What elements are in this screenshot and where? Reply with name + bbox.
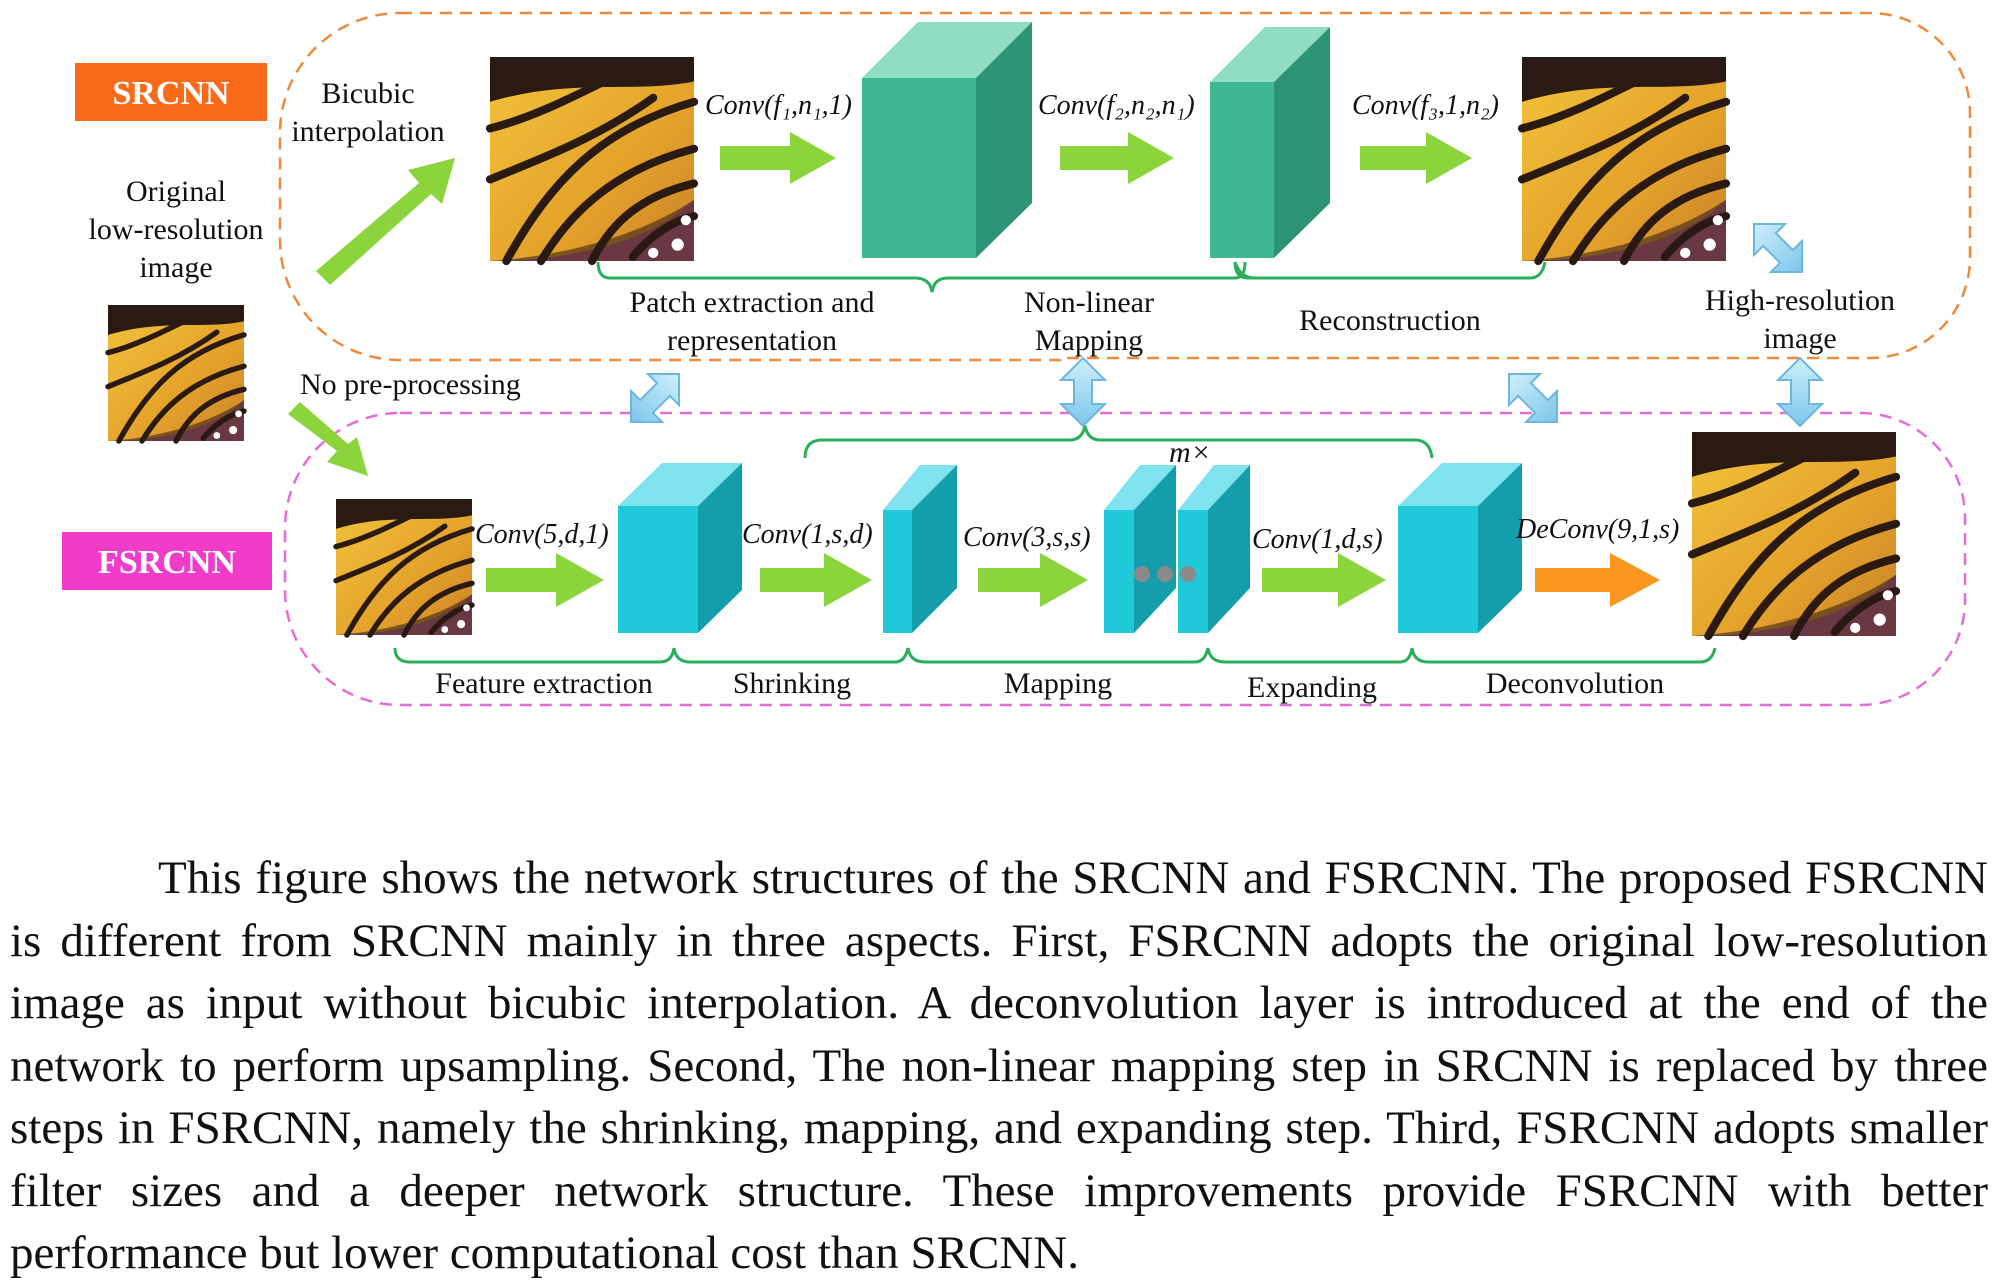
- srcnn-arrow-2: [1060, 132, 1174, 184]
- network-diagram: SRCNN FSRCNN Original low-resolution ima…: [62, 11, 1972, 707]
- fsrcnn-conv4-label: Conv(1,d,s): [1252, 524, 1383, 555]
- ellipsis-dots: [1134, 566, 1196, 582]
- correspondence-arrow-reconstruction: [1492, 357, 1574, 439]
- fsrcnn-layer-shrinking: [883, 465, 957, 633]
- bicubic-label-line1: Bicubic: [321, 77, 414, 110]
- stage-expanding: Expanding: [1247, 671, 1377, 704]
- fsrcnn-output-image: [1692, 432, 1896, 636]
- input-image: [108, 305, 244, 441]
- fsrcnn-conv2-label: Conv(1,s,d): [742, 519, 873, 550]
- repeat-label: m×: [1169, 436, 1211, 469]
- srcnn-conv2-label: Conv(f₂,n₂,n₁): [1038, 90, 1195, 121]
- stage-patch-extraction-line1: Patch extraction and: [630, 286, 875, 319]
- fsrcnn-arrow-1: [486, 553, 604, 607]
- srcnn-arrow-3: [1360, 132, 1472, 184]
- correspondence-arrow-patch: [614, 357, 696, 439]
- brace-feature-extraction: [393, 647, 676, 664]
- stage-mapping: Mapping: [1004, 667, 1112, 700]
- output-label-line1: High-resolution: [1705, 284, 1895, 317]
- srcnn-outline: [278, 11, 1972, 362]
- brace-shrinking: [672, 647, 910, 664]
- fsrcnn-tag-label: FSRCNN: [98, 544, 236, 581]
- figure-caption: This figure shows the network structures…: [10, 852, 1988, 1279]
- brace-deconvolution: [1410, 647, 1717, 664]
- srcnn-arrow-1: [720, 132, 836, 184]
- brace-reconstruction: [1233, 261, 1547, 280]
- fsrcnn-arrow-3: [978, 553, 1088, 607]
- stage-feature-extraction: Feature extraction: [435, 667, 652, 700]
- bicubic-label-line2: interpolation: [291, 115, 444, 148]
- brace-expanding: [1206, 647, 1414, 664]
- stage-nonlinear-line2: Mapping: [1035, 324, 1143, 357]
- srcnn-output-image: [1522, 57, 1726, 261]
- fsrcnn-conv3-label: Conv(3,s,s): [963, 522, 1091, 553]
- stage-reconstruction: Reconstruction: [1299, 304, 1481, 337]
- stage-shrinking: Shrinking: [733, 667, 851, 700]
- fsrcnn-layer-expanding: [1398, 463, 1522, 633]
- srcnn-tag-label: SRCNN: [112, 75, 230, 112]
- fsrcnn-deconv-arrow: [1535, 553, 1660, 607]
- input-label-line3: image: [139, 251, 212, 284]
- stage-deconvolution: Deconvolution: [1486, 667, 1664, 700]
- no-preprocessing-label: No pre-processing: [300, 368, 521, 401]
- srcnn-bicubic-image: [490, 57, 694, 261]
- fsrcnn-arrow-4: [1262, 553, 1386, 607]
- input-label-line1: Original: [126, 175, 226, 208]
- brace-mapping: [906, 647, 1210, 664]
- stage-nonlinear-line1: Non-linear: [1024, 286, 1154, 319]
- fsrcnn-layer-feature: [618, 463, 742, 633]
- fsrcnn-input-image: [336, 499, 472, 635]
- srcnn-tag: [75, 63, 267, 121]
- input-label-line2: low-resolution: [89, 213, 264, 246]
- correspondence-arrow-mapping: [1060, 357, 1106, 427]
- fsrcnn-conv1-label: Conv(5,d,1): [475, 519, 609, 550]
- correspondence-arrow-output-bottom: [1777, 357, 1823, 427]
- srcnn-layer-1: [862, 22, 1032, 258]
- fsrcnn-deconv-label: DeConv(9,1,s): [1515, 514, 1679, 545]
- fsrcnn-outline: [283, 411, 1967, 707]
- srcnn-conv3-label: Conv(f₃,1,n₂): [1352, 90, 1499, 121]
- output-label-line2: image: [1763, 322, 1836, 355]
- no-preprocessing-arrow: [288, 402, 368, 476]
- correspondence-arrow-output-top: [1737, 207, 1819, 289]
- fsrcnn-layer-mapping-1: [1104, 465, 1176, 633]
- brace-repeat: [803, 425, 1434, 459]
- fsrcnn-tag: [62, 532, 272, 590]
- srcnn-conv1-label: Conv(f₁,n₁,1): [705, 90, 852, 121]
- fsrcnn-layer-mapping-2: [1178, 465, 1250, 633]
- srcnn-layer-2: [1210, 27, 1330, 258]
- fsrcnn-arrow-2: [760, 553, 872, 607]
- stage-patch-extraction-line2: representation: [667, 324, 837, 357]
- bicubic-arrow: [316, 158, 455, 285]
